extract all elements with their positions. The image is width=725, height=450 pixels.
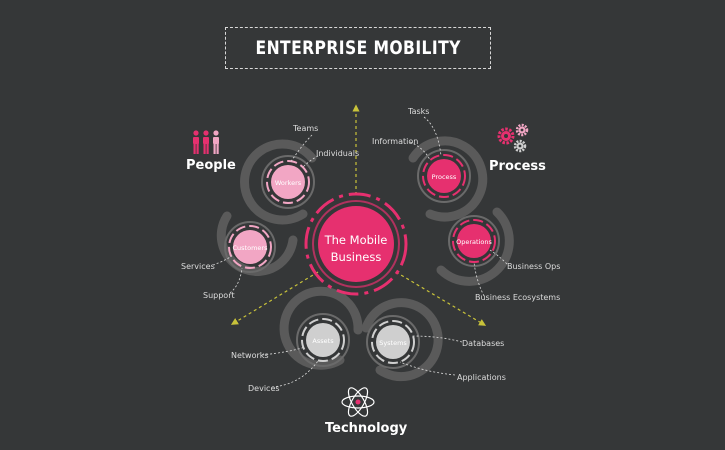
label-business-ecosystems: Business Ecosystems [475,293,560,302]
title-box: ENTERPRISE MOBILITY [225,27,491,69]
people-icon [193,130,219,154]
atom-icon [341,387,375,417]
node-operations[interactable]: Operations [452,219,496,263]
node-process-label: Process [432,173,457,181]
center-line1: The Mobile [324,233,388,247]
label-applications: Applications [457,373,506,382]
node-systems[interactable]: Systems [371,320,415,364]
label-tasks: Tasks [407,107,429,116]
label-information: Information [372,137,418,146]
center-node[interactable]: The Mobile Business [304,192,408,296]
node-assets[interactable]: Assets [301,318,345,362]
label-business-ops: Business Ops [507,262,560,271]
label-teams: Teams [292,124,318,133]
label-services: Services [181,262,215,271]
node-customers[interactable]: Customers [228,225,272,269]
arrow-down-left [230,271,319,325]
node-rings [224,149,500,369]
label-networks: Networks [231,351,269,360]
label-support: Support [203,291,235,300]
node-assets-label: Assets [312,337,334,345]
gears-icon [497,123,529,153]
label-databases: Databases [462,339,504,348]
label-devices: Devices [248,384,280,393]
group-people: People [186,158,236,173]
node-workers[interactable]: Workers [266,160,310,204]
group-process: Process [489,159,546,174]
leader-lines [212,116,508,388]
node-systems-label: Systems [379,339,407,347]
center-line2: Business [331,250,382,264]
label-individuals: Individuals [316,149,359,158]
group-technology: Technology [325,421,408,436]
node-process[interactable]: Process [422,154,466,198]
page-title: ENTERPRISE MOBILITY [255,37,461,59]
arrows [230,104,487,326]
node-customers-label: Customers [233,244,269,252]
node-operations-label: Operations [456,238,492,246]
arrow-down-right [395,271,487,326]
node-workers-label: Workers [275,179,302,187]
